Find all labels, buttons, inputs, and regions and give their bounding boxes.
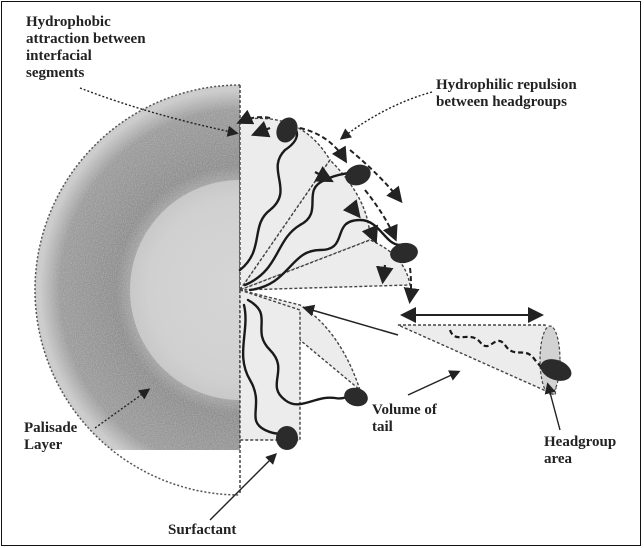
surfactant-cone (398, 325, 574, 395)
label-hydrophobic-attraction: Hydrophobic attraction between interfaci… (26, 14, 146, 82)
label-headgroup-area: Headgroup area (544, 434, 616, 468)
label-surfactant: Surfactant (168, 522, 236, 539)
label-hydrophilic-repulsion: Hydrophilic repulsion between headgroups (436, 77, 577, 111)
surfactant-wedges (240, 118, 410, 440)
label-volume-of-tail: Volume of tail (372, 402, 437, 436)
label-palisade-layer: Palisade Layer (24, 420, 77, 454)
